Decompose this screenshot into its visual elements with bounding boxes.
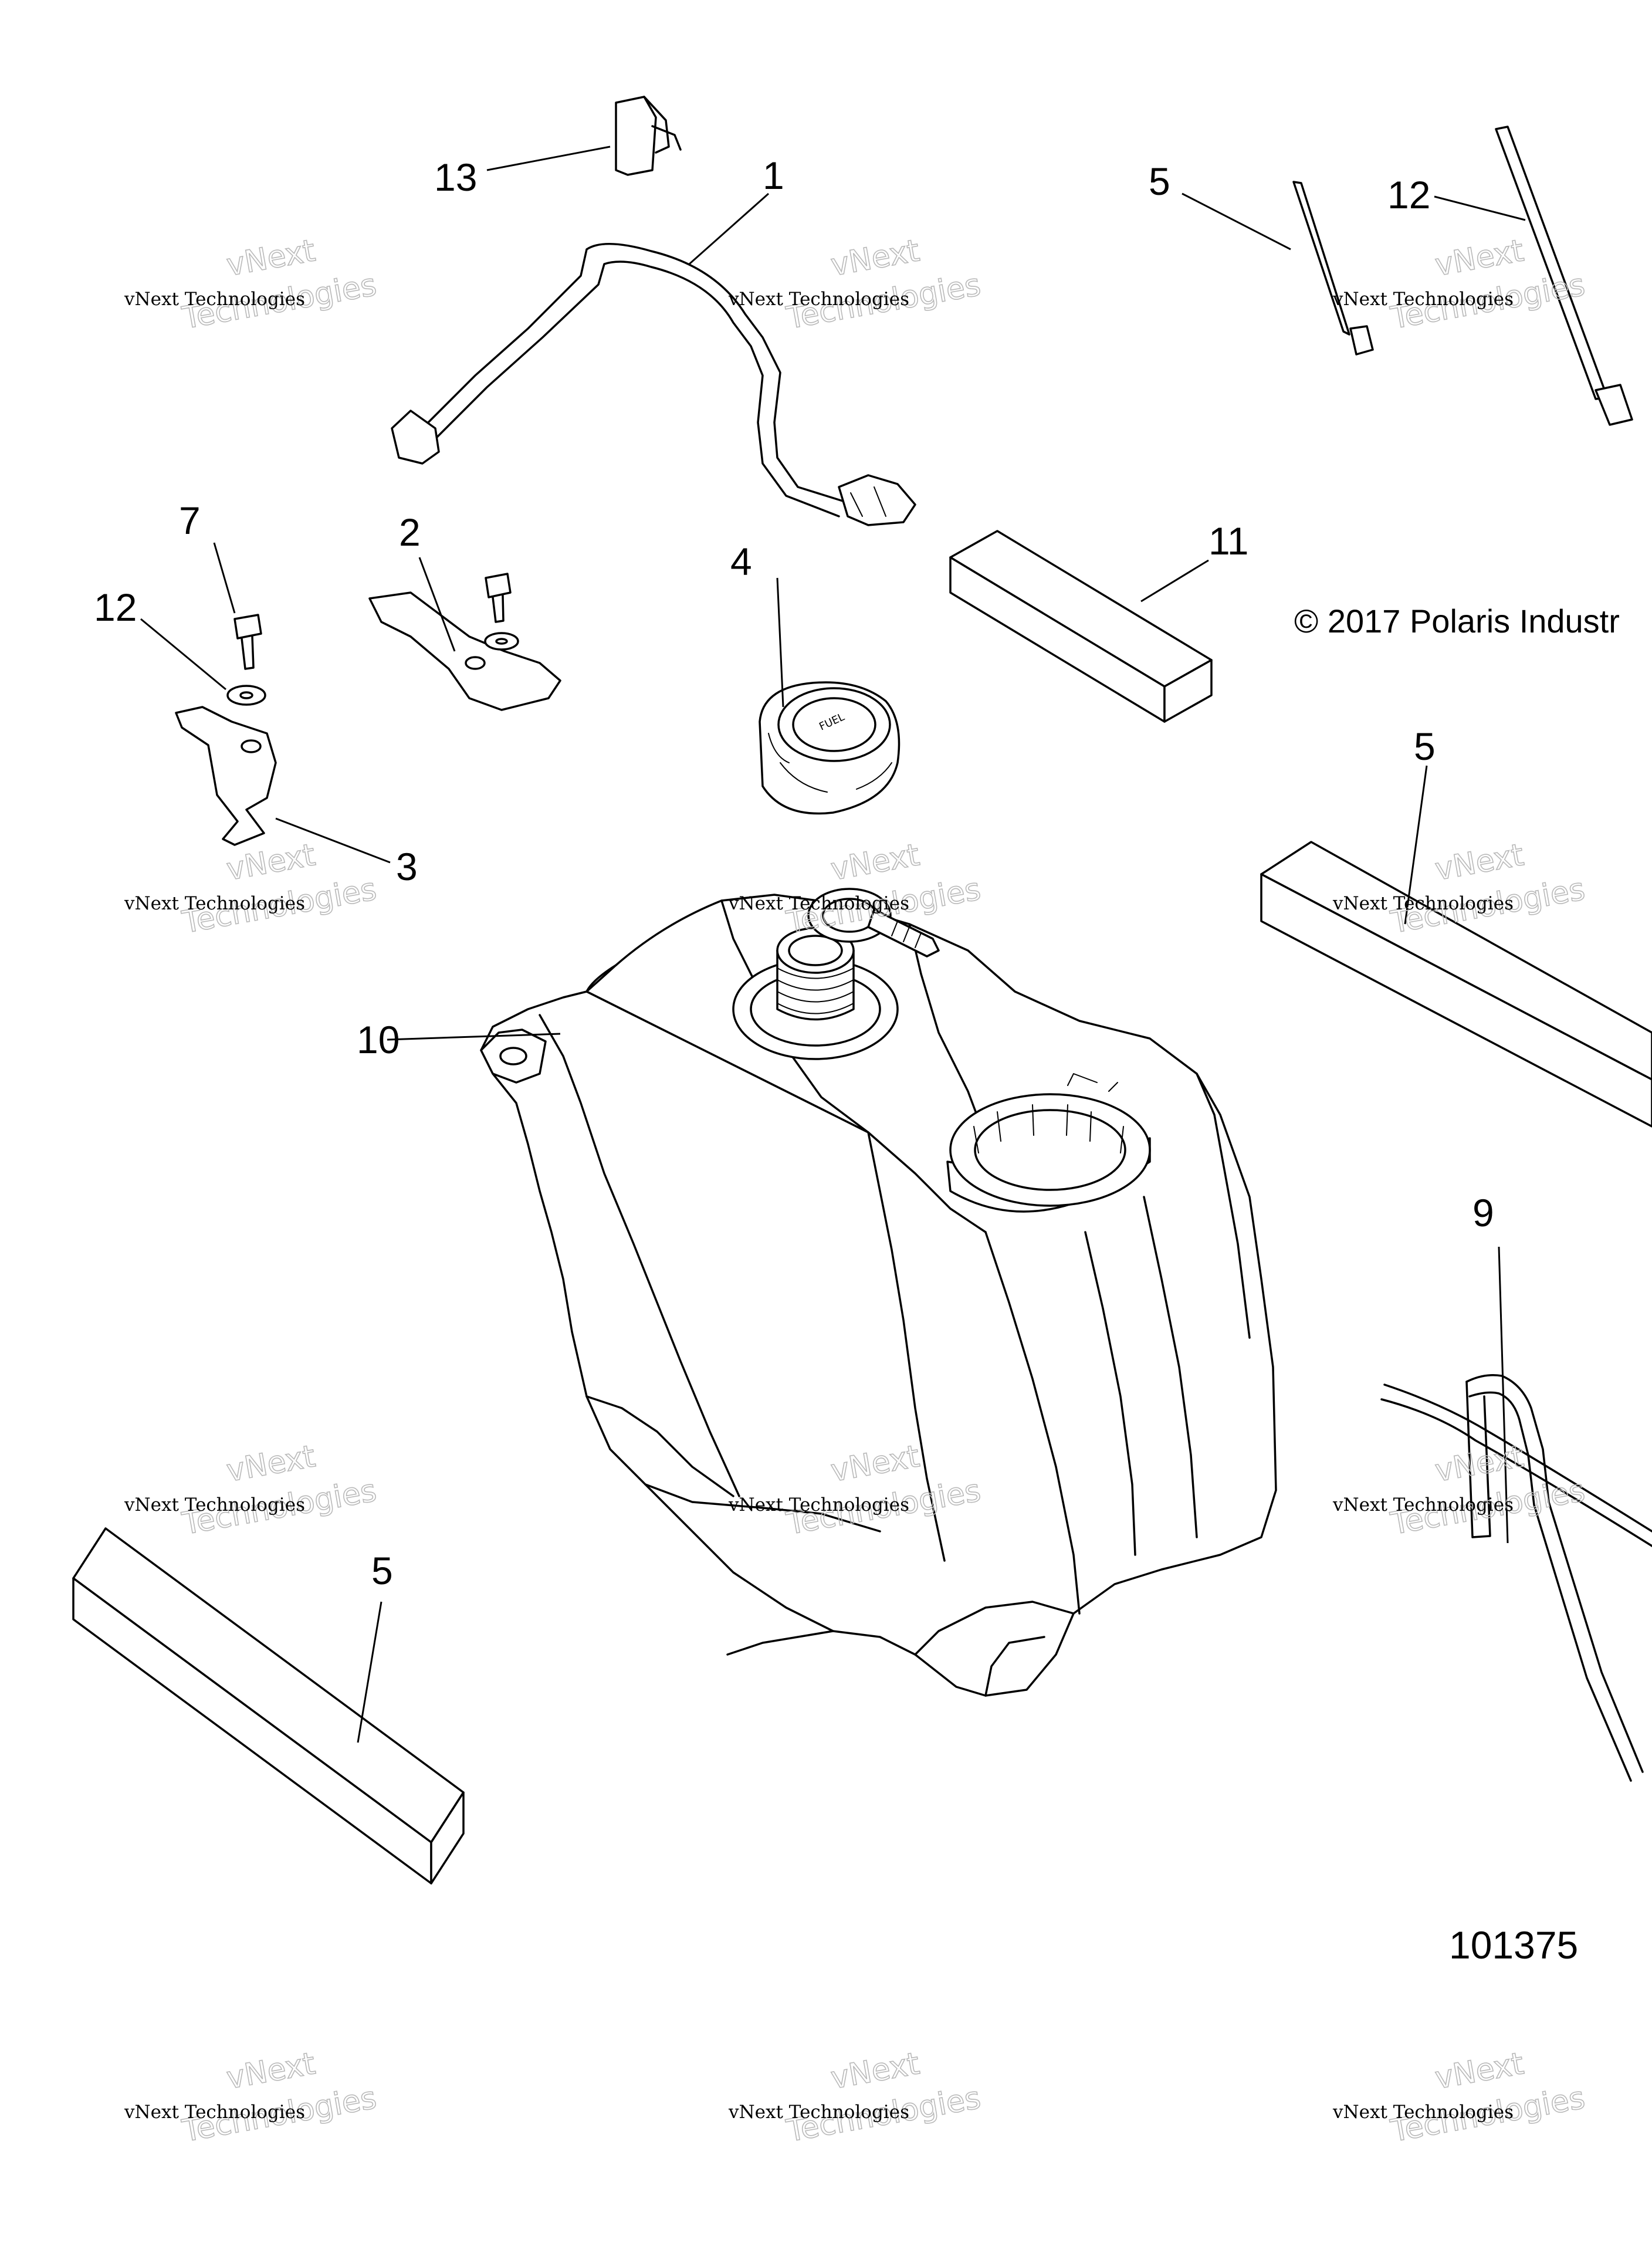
svg-text:vNext: vNext (1433, 837, 1526, 887)
callout-labels: 13 1 5 12 7 2 12 4 11 3 5 10 9 5 (94, 154, 1494, 1592)
callout-1: 1 (763, 154, 784, 197)
svg-text:vNext: vNext (828, 2046, 922, 2096)
callout-4: 4 (730, 540, 752, 583)
callout-13: 13 (434, 155, 477, 199)
callout-2: 2 (399, 510, 421, 554)
part-10-block (949, 530, 1213, 723)
svg-text:vNext Technologies: vNext Technologies (124, 289, 305, 310)
watermark: vNext Technologies vNext Technologies (728, 2046, 984, 2150)
callout-12: 12 (94, 586, 137, 629)
part-5-strip-right (1260, 841, 1652, 1128)
part-3-bracket (175, 706, 277, 846)
svg-text:vNext Technologies: vNext Technologies (124, 893, 305, 914)
svg-text:vNext: vNext (1433, 1439, 1526, 1489)
part-4-fuel-cap: FUEL (759, 681, 901, 815)
part-2-bracket (368, 573, 561, 711)
svg-text:vNext Technologies: vNext Technologies (124, 2102, 305, 2123)
callout-5-left: 5 (371, 1549, 393, 1592)
watermark: vNext Technologies vNext Technologies (1332, 233, 1588, 337)
part-9-fuel-tank (480, 888, 1277, 1697)
svg-text:vNext Technologies: vNext Technologies (728, 893, 909, 914)
callout-9: 10 (357, 1018, 400, 1061)
part-7-bolt (233, 614, 262, 670)
svg-text:vNext: vNext (1433, 233, 1526, 283)
callout-11: 12 (1387, 173, 1430, 216)
callout-7: 7 (179, 499, 201, 542)
part-5-strip-left (72, 1527, 465, 1885)
svg-text:vNext Technologies: vNext Technologies (1332, 289, 1514, 310)
watermark: vNext Technologies vNext Technologies (124, 2046, 380, 2150)
svg-text:vNext Technologies: vNext Technologies (728, 1494, 909, 1515)
svg-text:vNext: vNext (828, 233, 922, 283)
part-11-tie (1495, 126, 1633, 426)
callout-3: 3 (396, 845, 418, 888)
part-8-vent-hose (1380, 1374, 1652, 1782)
part-12-washer (226, 685, 266, 706)
copyright-notice: © 2017 Polaris Industr (1294, 603, 1620, 640)
svg-text:vNext: vNext (828, 837, 922, 887)
svg-text:vNext Technologies: vNext Technologies (1332, 893, 1514, 914)
watermark: vNext Technologies vNext Technologies (1332, 1439, 1588, 1542)
callout-5-right: 5 (1414, 725, 1436, 768)
watermark: vNext Technologies vNext Technologies (728, 233, 984, 337)
svg-text:vNext: vNext (1433, 2046, 1526, 2096)
svg-text:vNext Technologies: vNext Technologies (1332, 2102, 1514, 2123)
svg-text:vNext Technologies: vNext Technologies (728, 289, 909, 310)
svg-text:vNext: vNext (224, 2046, 318, 2096)
svg-text:vNext Technologies: vNext Technologies (728, 2102, 909, 2123)
callout-10: 11 (1208, 519, 1249, 563)
watermark: vNext Technologies vNext Technologies (124, 837, 380, 941)
svg-text:vNext Technologies: vNext Technologies (1332, 1494, 1514, 1515)
part-13-clip (615, 96, 682, 176)
callout-6: 5 (1149, 160, 1170, 203)
callout-leaders (140, 146, 1526, 1743)
part-1-fuel-line (391, 242, 916, 526)
watermark: vNext Technologies vNext Technologies (1332, 2046, 1588, 2150)
svg-text:vNext: vNext (224, 837, 318, 887)
callout-8: 9 (1472, 1191, 1494, 1234)
svg-text:vNext Technologies: vNext Technologies (124, 1494, 305, 1515)
watermark: vNext Technologies vNext Technologies (124, 1439, 380, 1542)
drawing-number: 101375 (1449, 1923, 1578, 1967)
svg-text:vNext: vNext (224, 233, 318, 283)
part-6-tie (1292, 181, 1374, 356)
svg-text:vNext: vNext (224, 1439, 318, 1489)
watermark: vNext Technologies vNext Technologies (124, 233, 380, 337)
